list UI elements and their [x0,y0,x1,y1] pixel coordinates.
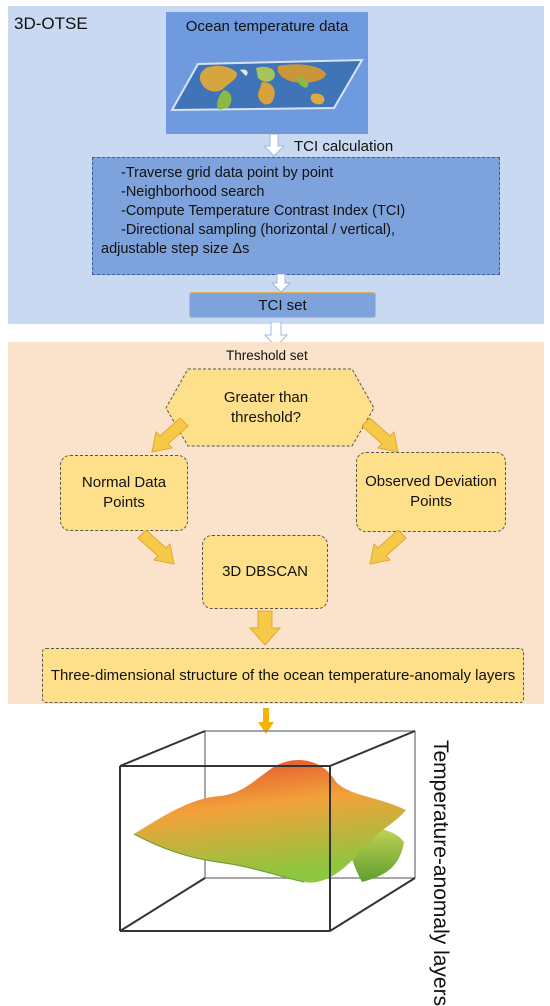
arrow-down-icon [248,610,282,646]
arrow-down-left-icon [151,418,189,453]
world-map-icon [170,58,364,112]
process-step: -Directional sampling (horizontal / vert… [121,222,395,238]
result-structure-box: Three-dimensional structure of the ocean… [42,648,524,703]
decision-label: Greater than threshold? [223,389,309,426]
arrow-down-left-icon [369,530,407,565]
tci-calculation-label: TCI calculation [294,138,394,155]
hollow-arrow-down-icon [270,274,292,293]
anomaly-layer-3d-plot [119,730,416,932]
output-label: Temperature-anomaly layers [429,740,452,1006]
dbscan-box: 3D DBSCAN [202,535,328,609]
threshold-set-label: Threshold set [226,348,308,363]
normal-points-box: Normal Data Points [60,455,188,531]
decision-hexagon [165,368,375,447]
ocean-data-label: Ocean temperature data [185,18,349,35]
hollow-arrow-down-icon [262,134,286,157]
process-step: -Traverse grid data point by point [121,165,334,181]
arrow-down-right-icon [361,418,399,453]
arrow-down-icon [258,708,274,734]
arrow-down-right-icon [137,530,175,565]
system-name: 3D-OTSE [14,14,88,33]
process-step: -Compute Temperature Contrast Index (TCI… [121,203,406,219]
tci-process-box: -Traverse grid data point by point -Neig… [92,157,500,275]
tci-set-box: TCI set [189,292,376,318]
hollow-arrow-down-icon [263,322,289,348]
process-step: -Neighborhood search [121,184,265,200]
ocean-data-box: Ocean temperature data [166,12,368,134]
process-step: adjustable step size Δs [101,241,250,257]
observed-deviation-box: Observed Deviation Points [356,452,506,532]
